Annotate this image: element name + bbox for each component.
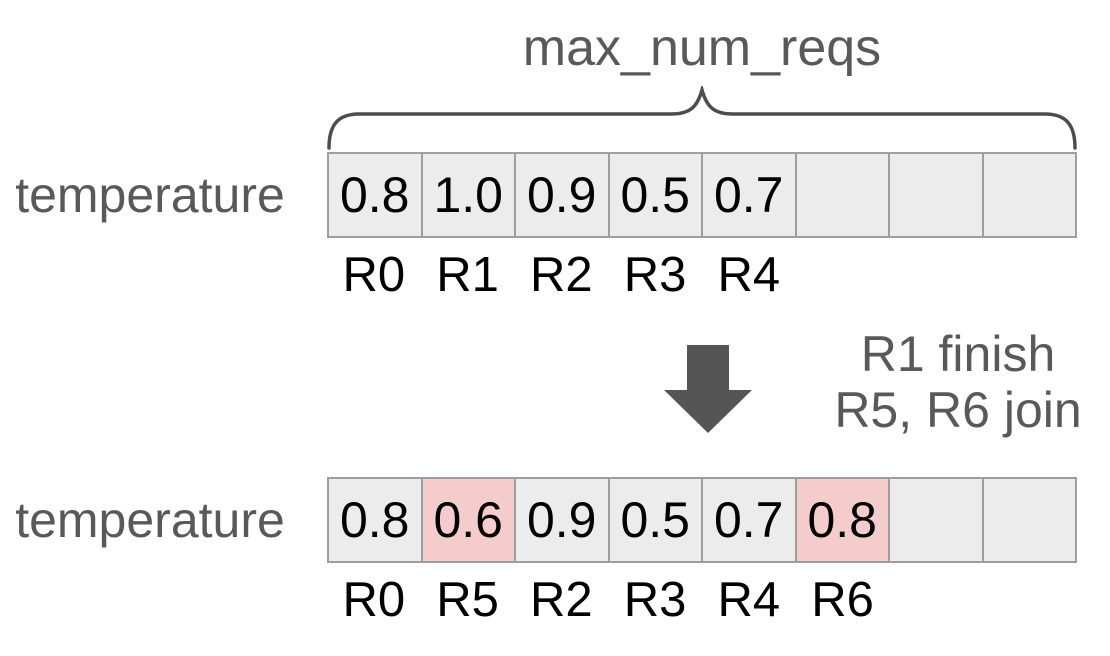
temperature-label-after: temperature — [15, 492, 285, 548]
request-label: R5 — [436, 573, 499, 627]
temperature-label-before: temperature — [15, 167, 285, 223]
request-label — [890, 575, 984, 625]
array-cell — [794, 152, 890, 238]
transition-caption-line2: R5, R6 join — [834, 382, 1082, 438]
request-labels-after: R0 R5 R2 R3 R4 R6 — [327, 575, 1077, 625]
array-cell — [981, 477, 1077, 563]
request-label: R6 — [811, 573, 874, 627]
request-label: R4 — [717, 248, 781, 302]
brace-icon — [327, 86, 1077, 150]
request-label — [983, 575, 1077, 625]
down-arrow-icon — [664, 345, 752, 433]
array-cell: 0.5 — [607, 152, 703, 238]
request-label: R2 — [530, 573, 593, 627]
request-label — [796, 250, 890, 300]
max-num-reqs-label: max_num_reqs — [522, 19, 882, 77]
request-label: R0 — [342, 573, 406, 627]
transition-caption-line1: R1 finish — [860, 326, 1056, 382]
array-cell: 0.8 — [794, 477, 890, 563]
transition-caption: R1 finish R5, R6 join — [788, 326, 1110, 438]
array-cell: 0.8 — [327, 477, 423, 563]
array-cell — [981, 152, 1077, 238]
array-cell: 0.6 — [420, 477, 516, 563]
array-cell — [888, 152, 984, 238]
array-cell: 0.7 — [701, 477, 797, 563]
temperature-array-after: 0.8 0.6 0.9 0.5 0.7 0.8 — [327, 477, 1077, 563]
array-cell: 0.5 — [607, 477, 703, 563]
request-label: R0 — [342, 248, 406, 302]
request-label — [983, 250, 1077, 300]
request-label: R1 — [436, 248, 499, 302]
request-label: R2 — [530, 248, 593, 302]
request-label: R3 — [623, 248, 687, 302]
request-labels-before: R0 R1 R2 R3 R4 — [327, 250, 1077, 300]
array-cell: 1.0 — [420, 152, 516, 238]
request-label — [890, 250, 984, 300]
array-cell: 0.7 — [701, 152, 797, 238]
request-label: R4 — [717, 573, 781, 627]
array-cell: 0.9 — [514, 152, 610, 238]
array-cell — [888, 477, 984, 563]
array-cell: 0.9 — [514, 477, 610, 563]
array-cell: 0.8 — [327, 152, 423, 238]
request-label: R3 — [623, 573, 687, 627]
temperature-array-before: 0.8 1.0 0.9 0.5 0.7 — [327, 152, 1077, 238]
